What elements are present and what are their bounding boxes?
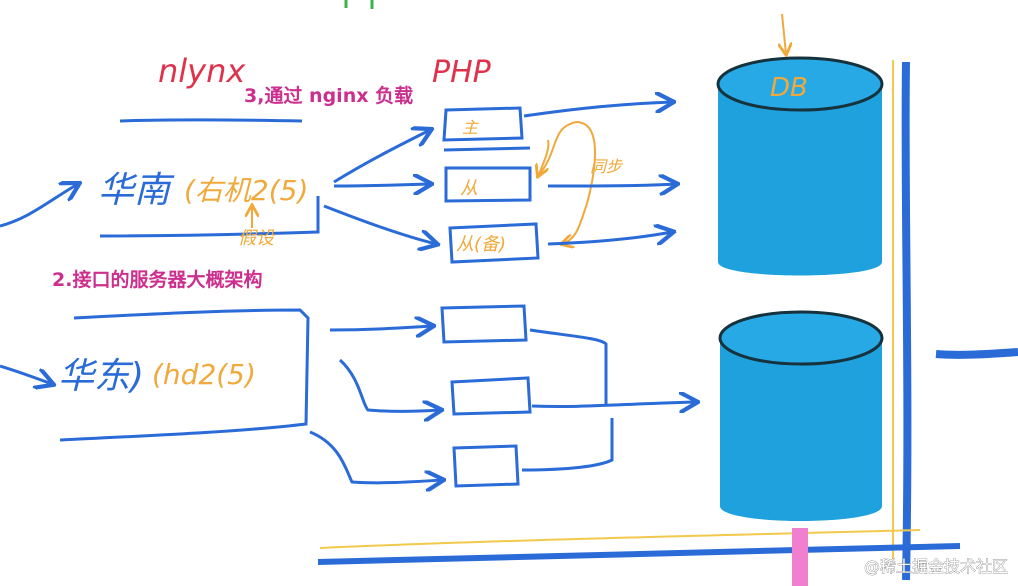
db-bottom-cylinder xyxy=(718,310,884,521)
east-php3-to-merge xyxy=(521,418,614,472)
east-to-php3-arrow xyxy=(309,430,442,483)
php-node-master xyxy=(442,106,524,142)
south-box-line xyxy=(99,196,320,238)
east-to-php2-arrow xyxy=(338,358,440,412)
sync-loop-top-arrow xyxy=(538,139,550,176)
region-east-label: 华东) xyxy=(58,356,144,397)
db-label: DB xyxy=(770,73,808,103)
south-to-php2-arrow xyxy=(333,184,430,186)
east-top-line xyxy=(59,308,310,442)
php-node-east-3 xyxy=(452,444,520,488)
php3-to-db-arrow xyxy=(547,232,672,246)
east-entry-arrow xyxy=(0,364,52,384)
south-to-php3-arrow xyxy=(323,204,436,244)
php-row1-line xyxy=(443,146,531,152)
assumed-label: 假设 xyxy=(238,228,276,249)
php-slave-label: 从 xyxy=(460,178,478,199)
nginx-label: nlynx xyxy=(158,52,246,90)
php1-to-db-arrow xyxy=(523,102,672,118)
east-php2-to-merge xyxy=(531,402,696,407)
right-blue-dash xyxy=(935,348,1018,359)
bottom-blue-line xyxy=(317,543,961,565)
region-east-note: (hd2(5) xyxy=(152,358,256,391)
green-mark xyxy=(344,0,374,9)
php-node-east-2 xyxy=(450,376,532,416)
south-entry-arrow xyxy=(0,184,78,228)
right-blue-line xyxy=(901,61,912,581)
watermark: @稀土掘金技术社区 xyxy=(864,557,1008,576)
php-slave-sub-label: 从(备) xyxy=(456,234,506,255)
south-to-php1-arrow xyxy=(333,130,430,184)
php-node-slave-sub xyxy=(448,222,540,264)
bottom-yellow-line xyxy=(319,529,921,549)
php-label: PHP xyxy=(432,55,492,90)
sync-label: 同步 xyxy=(590,157,624,176)
east-php1-to-merge xyxy=(529,328,608,404)
step3-caption: 3,通过 nginx 负载 xyxy=(244,84,413,107)
php2-to-db-arrow xyxy=(547,184,676,186)
db-top-cylinder xyxy=(716,56,884,276)
db-arrow-down xyxy=(782,13,786,54)
nginx-top-line xyxy=(119,118,303,123)
sync-loop xyxy=(537,120,596,244)
php-node-east-1 xyxy=(440,304,528,344)
php-node-slave xyxy=(444,166,532,203)
pink-post xyxy=(792,528,808,586)
region-south-label: 华南 xyxy=(98,170,175,211)
step2-caption: 2.接口的服务器大概架构 xyxy=(52,268,262,291)
php-master-label: 主 xyxy=(462,118,479,137)
east-to-php1-arrow xyxy=(329,326,432,330)
region-south-note: (右机2(5) xyxy=(184,174,308,207)
